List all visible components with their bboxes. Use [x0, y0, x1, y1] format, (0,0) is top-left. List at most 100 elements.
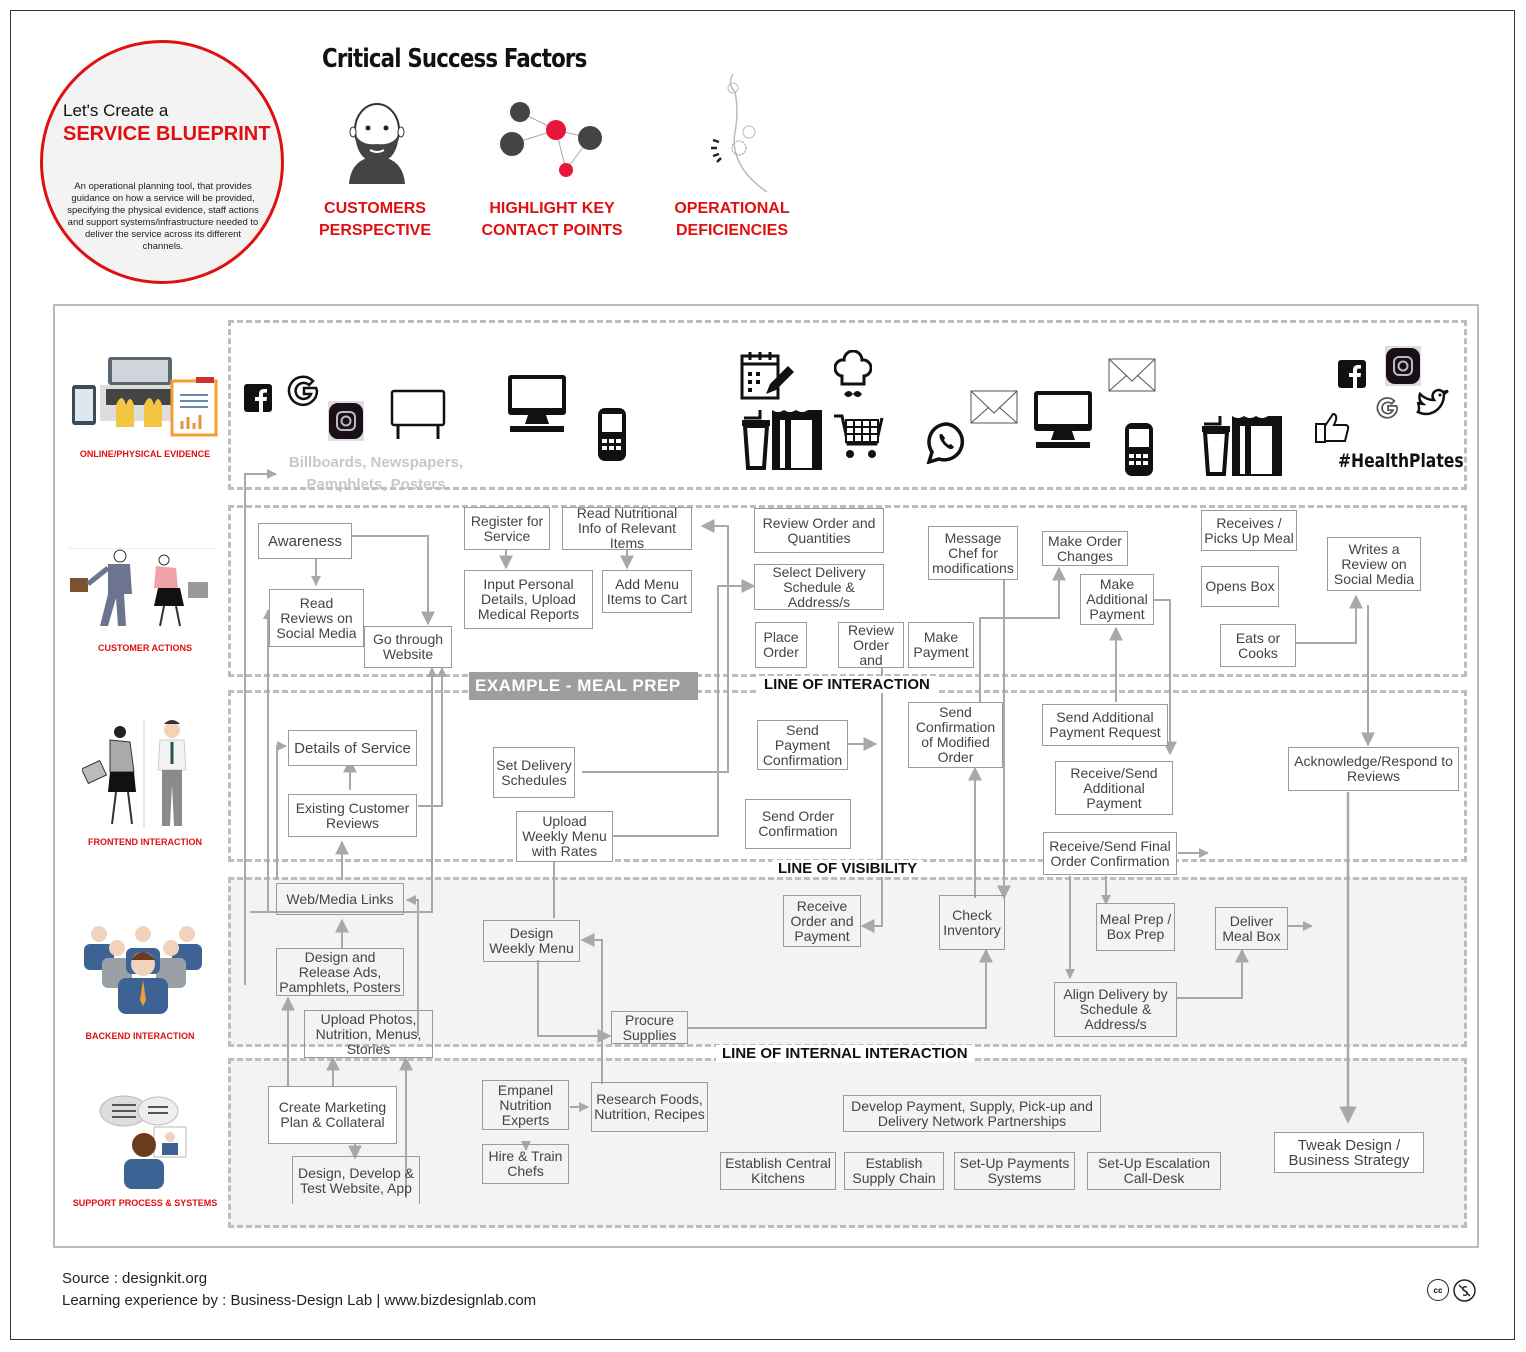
tangled-rope-icon [711, 73, 768, 193]
support-agent-illustration-icon [99, 1095, 187, 1189]
box-central-kitchens[interactable]: Establish Central Kitchens [720, 1152, 836, 1190]
box-receive-order[interactable]: Receive Order and Payment [783, 895, 861, 947]
footer-credit: Learning experience by : Business-Design… [62, 1292, 537, 1309]
team-illustration-icon [84, 926, 202, 1014]
box-review-order[interactable]: Review Order and Quantities [754, 508, 884, 553]
box-eats-cooks[interactable]: Eats or Cooks [1220, 624, 1296, 667]
box-select-delivery[interactable]: Select Delivery Schedule & Address/s [754, 564, 884, 610]
line-of-internal-interaction: LINE OF INTERNAL INTERACTION [716, 1045, 974, 1062]
box-opens-box[interactable]: Opens Box [1201, 566, 1279, 607]
lane-customer-actions [228, 505, 1467, 677]
box-send-modified-conf[interactable]: Send Confirmation of Modified Order [908, 702, 1003, 768]
non-commercial-icon [1453, 1279, 1476, 1302]
box-supply-chain[interactable]: Establish Supply Chain [844, 1152, 944, 1190]
box-hire-chefs[interactable]: Hire & Train Chefs [482, 1144, 569, 1184]
desktop-computer-icon [508, 375, 566, 432]
billboard-caption: Billboards, Newspapers, Pamphlets, Poste… [288, 454, 464, 493]
box-details-service[interactable]: Details of Service [288, 730, 417, 766]
box-design-website[interactable]: Design, Develop & Test Website, App [292, 1156, 420, 1204]
meal-box-icon [742, 410, 822, 470]
box-read-nutrition[interactable]: Read Nutritional Info of Relevant Items [562, 506, 692, 551]
desktop-computer-icon [1034, 391, 1092, 448]
box-partnerships[interactable]: Develop Payment, Supply, Pick-up and Del… [843, 1095, 1101, 1132]
instagram-icon [328, 401, 364, 441]
instagram-icon [1385, 346, 1421, 386]
box-send-payment-conf[interactable]: Send Payment Confirmation [757, 720, 848, 770]
box-web-links[interactable]: Web/Media Links [276, 883, 404, 915]
line-of-visibility: LINE OF VISIBILITY [772, 860, 924, 877]
box-deliver-meal-box[interactable]: Deliver Meal Box [1215, 907, 1288, 950]
box-design-ads[interactable]: Design and Release Ads, Pamphlets, Poste… [276, 948, 404, 996]
box-research-foods[interactable]: Research Foods, Nutrition, Recipes [591, 1082, 708, 1132]
box-tweak-strategy[interactable]: Tweak Design / Business Strategy [1274, 1132, 1424, 1173]
box-receive-additional[interactable]: Receive/Send Additional Payment [1055, 761, 1173, 815]
hashtag-text: #HealthPlates [1338, 450, 1464, 472]
box-place-order[interactable]: Place Order [755, 622, 807, 668]
box-upload-photos[interactable]: Upload Photos, Nutrition, Menus, Stories [304, 1010, 433, 1058]
facebook-icon [1338, 360, 1366, 388]
box-go-website[interactable]: Go through Website [364, 626, 452, 668]
customers-illustration-icon [68, 548, 216, 627]
box-receives-meal[interactable]: Receives / Picks Up Meal [1201, 510, 1297, 551]
intro-description: An operational planning tool, that provi… [67, 181, 259, 252]
shopping-cart-icon [834, 414, 884, 458]
lane-label-customer-actions: CUSTOMER ACTIONS [97, 643, 192, 653]
facebook-icon [244, 384, 272, 412]
box-payments-systems[interactable]: Set-Up Payments Systems [954, 1152, 1075, 1190]
box-set-delivery-schedules[interactable]: Set Delivery Schedules [493, 747, 575, 798]
box-writes-review[interactable]: Writes a Review on Social Media [1327, 537, 1421, 591]
frontend-staff-illustration-icon [82, 720, 187, 828]
box-check-inventory[interactable]: Check Inventory [939, 895, 1005, 950]
box-marketing-plan[interactable]: Create Marketing Plan & Collateral [268, 1086, 397, 1144]
intro-circle: Let's Create a SERVICE BLUEPRINT An oper… [40, 40, 284, 284]
box-make-changes[interactable]: Make Order Changes [1042, 531, 1128, 566]
bearded-face-icon [349, 103, 405, 184]
box-upload-menu[interactable]: Upload Weekly Menu with Rates [516, 811, 613, 862]
box-align-delivery[interactable]: Align Delivery by Schedule & Address/s [1054, 982, 1177, 1037]
box-meal-prep[interactable]: Meal Prep / Box Prep [1096, 903, 1175, 951]
twitter-icon [1415, 388, 1449, 416]
box-input-details[interactable]: Input Personal Details, Upload Medical R… [464, 570, 593, 629]
box-existing-reviews[interactable]: Existing Customer Reviews [288, 794, 417, 837]
lane-label-evidence: ONLINE/PHYSICAL EVIDENCE [79, 449, 211, 459]
csf-label-line: OPERATIONAL [674, 200, 790, 217]
email-icon [970, 390, 1018, 424]
box-escalation-desk[interactable]: Set-Up Escalation Call-Desk [1087, 1152, 1221, 1190]
intro-title: SERVICE BLUEPRINT [63, 123, 271, 145]
box-register[interactable]: Register for Service [464, 507, 550, 550]
calendar-edit-icon [740, 352, 794, 400]
csf-label-deficiencies: OPERATIONAL DEFICIENCIES [664, 198, 800, 242]
box-read-reviews[interactable]: Read Reviews on Social Media [269, 589, 364, 647]
csf-label-line: DEFICIENCIES [675, 222, 788, 239]
lane-label-backend: BACKEND INTERACTION [85, 1031, 195, 1041]
example-banner: EXAMPLE - MEAL PREP CASE [469, 672, 698, 723]
csf-title: Critical Success Factors [322, 44, 587, 74]
footer-source: Source : designkit.org [62, 1270, 208, 1287]
google-icon [1376, 397, 1399, 419]
box-design-menu[interactable]: Design Weekly Menu [483, 920, 580, 962]
box-review-order-and[interactable]: Review Order and [838, 622, 904, 668]
box-message-chef[interactable]: Message Chef for modifications [928, 526, 1018, 580]
whatsapp-icon [926, 422, 965, 464]
thumbs-up-icon [1315, 412, 1350, 443]
page-frame [10, 10, 1515, 1340]
box-acknowledge-reviews[interactable]: Acknowledge/Respond to Reviews [1288, 747, 1459, 791]
lane-label-frontend: FRONTEND INTERACTION [88, 837, 202, 847]
line-of-interaction: LINE OF INTERACTION [758, 676, 936, 693]
box-send-additional-request[interactable]: Send Additional Payment Request [1042, 704, 1168, 746]
box-add-menu[interactable]: Add Menu Items to Cart [602, 570, 692, 613]
chef-hat-icon [834, 350, 872, 397]
box-procure-supplies[interactable]: Procure Supplies [611, 1011, 688, 1044]
box-send-order-conf[interactable]: Send Order Confirmation [745, 799, 851, 849]
lane-label-support: SUPPORT PROCESS & SYSTEMS [72, 1198, 218, 1208]
box-final-order-conf[interactable]: Receive/Send Final Order Confirmation [1043, 832, 1177, 875]
blueprint-board [53, 304, 1479, 1248]
network-nodes-icon [500, 102, 602, 177]
box-make-additional-payment[interactable]: Make Additional Payment [1080, 574, 1154, 625]
csf-label-customers: CUSTOMERS PERSPECTIVE [312, 198, 438, 242]
box-make-payment[interactable]: Make Payment [908, 622, 974, 668]
creative-commons-icon: cc [1427, 1279, 1449, 1301]
mobile-phone-icon [598, 408, 626, 461]
box-awareness[interactable]: Awareness [258, 523, 352, 559]
box-empanel-experts[interactable]: Empanel Nutrition Experts [482, 1080, 569, 1130]
